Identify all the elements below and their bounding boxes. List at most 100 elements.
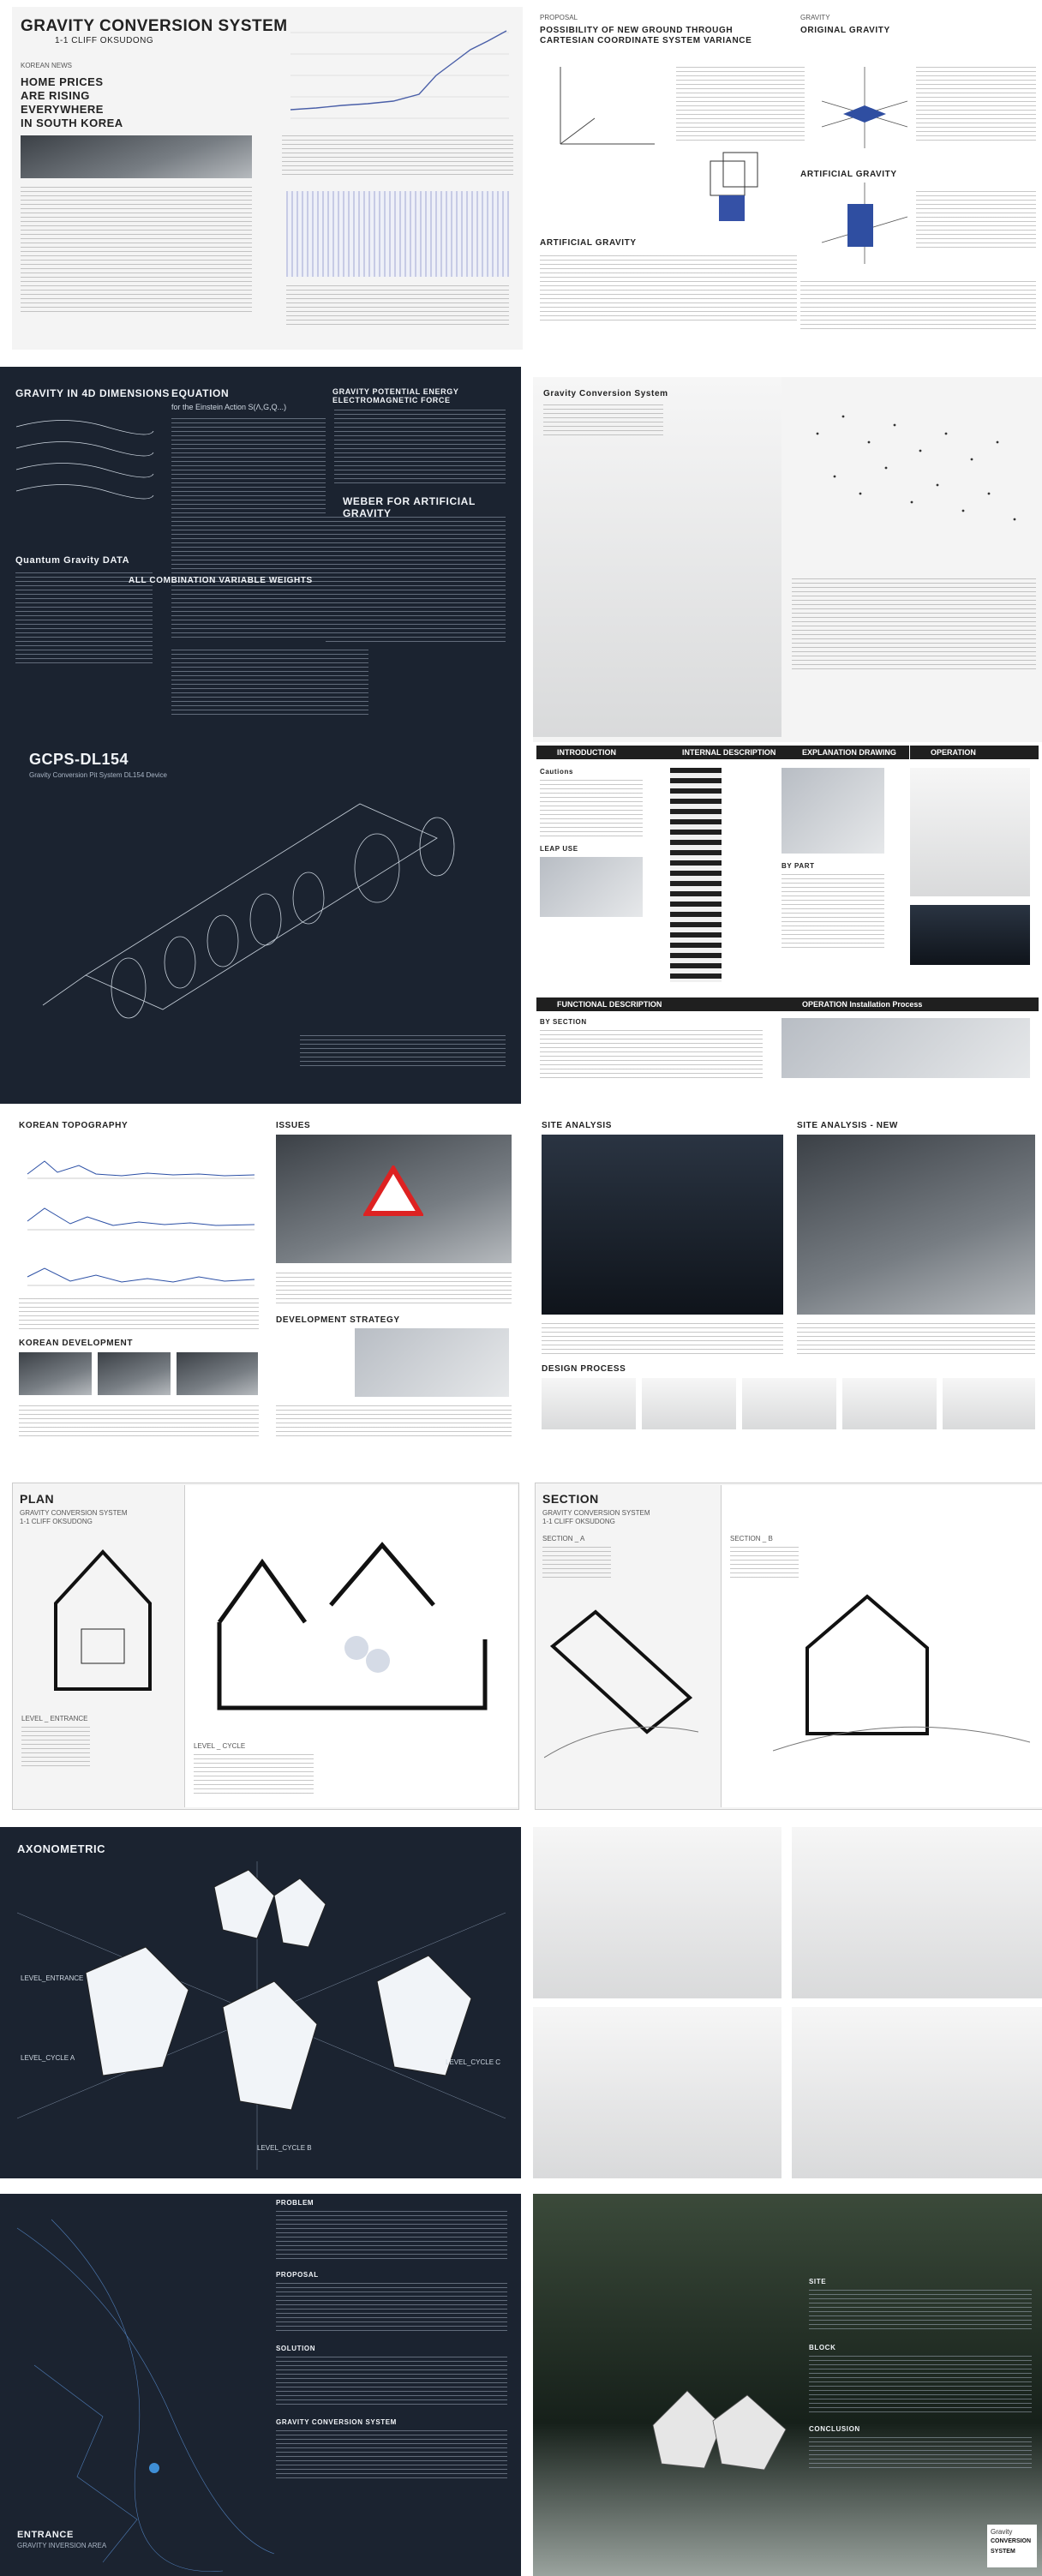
operation-diagram bbox=[910, 768, 1030, 896]
site-heading-2: SITE bbox=[809, 2278, 827, 2285]
strategy-diagram bbox=[355, 1328, 509, 1397]
section-explanation: EXPLANATION DRAWING bbox=[782, 746, 909, 759]
field-block bbox=[334, 410, 506, 487]
design-step-5 bbox=[943, 1378, 1035, 1429]
axon-label-cycle-b: LEVEL_CYCLE B bbox=[257, 2144, 312, 2152]
artificial-text bbox=[540, 255, 797, 324]
headline-line-1: HOME PRICES bbox=[21, 75, 104, 88]
design-step-3 bbox=[742, 1378, 836, 1429]
level-entrance-label: LEVEL _ ENTRANCE bbox=[21, 1715, 88, 1722]
block-text bbox=[809, 2356, 1032, 2416]
topography-text bbox=[19, 1298, 259, 1333]
interior-render-3 bbox=[533, 2007, 782, 2178]
issues-heading: ISSUES bbox=[276, 1121, 311, 1130]
equation-block bbox=[171, 418, 326, 641]
manual-intro bbox=[543, 404, 663, 439]
distribution-caption bbox=[286, 285, 509, 328]
section-introduction: INTRODUCTION bbox=[536, 746, 667, 759]
conclusion-text bbox=[809, 2437, 1032, 2471]
leap-heading: LEAP USE bbox=[540, 845, 578, 853]
interior-render-1 bbox=[533, 1827, 782, 1998]
project-subtitle: 1-1 CLIFF OKSUDONG bbox=[55, 36, 154, 45]
site-text-2 bbox=[809, 2290, 1032, 2333]
board-section: SECTION GRAVITY CONVERSION SYSTEM 1-1 CL… bbox=[535, 1483, 1042, 1810]
axonometric-drawing bbox=[17, 1861, 506, 2170]
board-plan: PLAN GRAVITY CONVERSION SYSTEM 1-1 CLIFF… bbox=[12, 1483, 519, 1810]
device-exploded-view bbox=[42, 803, 455, 1019]
board-topography: KOREAN TOPOGRAPHY KOREAN DEVELOPMENT ISS… bbox=[12, 1114, 518, 1457]
cautions-heading: Cautions bbox=[540, 768, 574, 776]
plan-legend-2 bbox=[194, 1754, 314, 1797]
leap-diagram bbox=[540, 857, 643, 917]
section-title: SECTION bbox=[542, 1492, 599, 1506]
korean-topography-heading: KOREAN TOPOGRAPHY bbox=[19, 1121, 129, 1130]
board-entrance: ENTRANCE GRAVITY INVERSION AREA PROBLEM … bbox=[0, 2194, 521, 2576]
headline-line-4: IN SOUTH KOREA bbox=[21, 117, 123, 129]
board-site: SITE ANALYSIS SITE ANALYSIS - NEW DESIGN… bbox=[535, 1114, 1042, 1457]
site-analysis-heading: SITE ANALYSIS bbox=[542, 1121, 613, 1130]
solution-text bbox=[276, 2357, 507, 2408]
board-manual: Gravity Conversion System INTRODUCTION I… bbox=[533, 377, 1042, 1097]
gravity-tag: GRAVITY bbox=[800, 14, 830, 21]
by-section-heading: BY SECTION bbox=[540, 1018, 587, 1026]
weights-block bbox=[171, 650, 368, 718]
block-heading: BLOCK bbox=[809, 2344, 836, 2351]
development-photo-1 bbox=[19, 1352, 92, 1395]
weber-block bbox=[326, 517, 506, 645]
cube-diagram bbox=[710, 152, 758, 221]
level-cycle-label: LEVEL _ CYCLE bbox=[194, 1742, 246, 1750]
section-internal: INTERNAL DESCRIPTION bbox=[662, 746, 785, 759]
original-gravity-cube bbox=[821, 67, 908, 148]
section-a-legend bbox=[542, 1547, 611, 1581]
board-intro: GRAVITY CONVERSION SYSTEM 1-1 CLIFF OKSU… bbox=[12, 7, 523, 350]
section-b-drawing bbox=[773, 1594, 1030, 1752]
floating-house bbox=[652, 2390, 787, 2471]
equation-subtitle: for the Einstein Action S(Λ,G,Q...) bbox=[171, 403, 287, 411]
board-axonometric: AXONOMETRIC LEVEL_ENTRANCE LEVEL_CYCLE A… bbox=[0, 1827, 521, 2178]
plan-sub-1: GRAVITY CONVERSION SYSTEM bbox=[20, 1509, 128, 1517]
field-heading: GRAVITY POTENTIAL ENERGY ELECTROMAGNETIC… bbox=[332, 387, 459, 404]
4d-heading: GRAVITY IN 4D DIMENSIONS bbox=[15, 387, 170, 399]
site-map bbox=[542, 1135, 783, 1315]
device-name: GCPS-DL154 bbox=[29, 751, 129, 768]
plan-cycle-panel: LEVEL _ CYCLE bbox=[184, 1485, 518, 1807]
plan-sub-2: 1-1 CLIFF OKSUDONG bbox=[20, 1518, 93, 1525]
artificial-gravity-heading-2: ARTIFICIAL GRAVITY bbox=[800, 170, 897, 179]
functional-text bbox=[540, 1030, 763, 1081]
axon-label-cycle-c: LEVEL_CYCLE C bbox=[446, 2058, 501, 2066]
coordinate-diagram bbox=[560, 67, 655, 145]
issues-text bbox=[276, 1273, 512, 1307]
development-photo-3 bbox=[177, 1352, 258, 1395]
original-text bbox=[916, 67, 1036, 144]
manual-sheet: INTRODUCTION INTERNAL DESCRIPTION EXPLAN… bbox=[533, 742, 1042, 1097]
board-equations: GRAVITY IN 4D DIMENSIONS EQUATION for th… bbox=[0, 367, 521, 1104]
development-strategy-heading: DEVELOPMENT STRATEGY bbox=[276, 1315, 400, 1325]
original-gravity-heading: ORIGINAL GRAVITY bbox=[800, 26, 890, 35]
site-new-text bbox=[797, 1323, 1035, 1357]
quantum-heading: Quantum Gravity DATA bbox=[15, 555, 130, 566]
problem-heading: PROBLEM bbox=[276, 2199, 314, 2207]
topography-charts bbox=[27, 1160, 255, 1286]
section-a-drawing bbox=[544, 1609, 698, 1758]
section-b-legend bbox=[730, 1547, 799, 1581]
gcs-text bbox=[276, 2430, 507, 2482]
proposal-title-1: POSSIBILITY OF NEW GROUND THROUGH bbox=[540, 26, 734, 35]
headline-line-3: EVERYWHERE bbox=[21, 103, 104, 116]
artificial-text-2 bbox=[916, 191, 1036, 251]
equation-heading: EQUATION bbox=[171, 387, 230, 399]
section-sub-1: GRAVITY CONVERSION SYSTEM bbox=[542, 1509, 650, 1517]
design-step-1 bbox=[542, 1378, 636, 1429]
proposal-tag: PROPOSAL bbox=[540, 14, 578, 21]
interior-render-4 bbox=[792, 2007, 1042, 2178]
proposal-text bbox=[676, 67, 805, 144]
weights-heading: ALL COMBINATION VARIABLE WEIGHTS bbox=[129, 576, 313, 585]
installation-steps bbox=[782, 1018, 1030, 1078]
section-b-label: SECTION _ B bbox=[730, 1535, 773, 1543]
4d-surface-sketch bbox=[15, 420, 154, 500]
problem-text bbox=[276, 2211, 507, 2262]
entrance-title: ENTRANCE bbox=[17, 2530, 74, 2540]
news-column bbox=[21, 187, 252, 315]
point-cloud bbox=[816, 415, 1016, 521]
by-part-heading: BY PART bbox=[782, 862, 815, 870]
concept-text bbox=[792, 578, 1036, 673]
